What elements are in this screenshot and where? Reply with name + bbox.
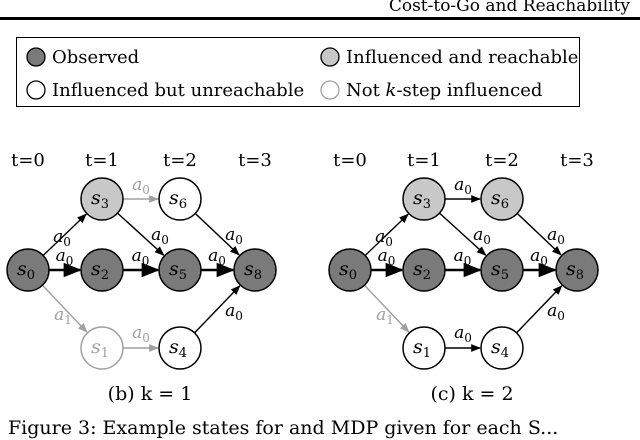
action-label-s5-s8: a0 — [208, 246, 226, 268]
state-node-s1 — [80, 326, 124, 370]
legend-k-symbol: k — [386, 80, 397, 101]
state-node-s4 — [480, 326, 524, 370]
legend-observed-label: Observed — [52, 47, 139, 68]
legend-reachable-label: Influenced and reachable — [346, 47, 578, 68]
action-label-s2-s5: a0 — [132, 246, 150, 268]
state-node-s0 — [6, 248, 50, 292]
state-node-s6 — [158, 177, 202, 221]
state-node-s1 — [402, 326, 446, 370]
time-label-t0: t=0 — [11, 150, 45, 171]
figure-caption: Figure 3: Example states for and MDP giv… — [8, 417, 558, 439]
legend: Observed Influenced and reachable Influe… — [26, 47, 578, 101]
state-node-s0 — [328, 248, 372, 292]
legend-box — [16, 37, 580, 107]
time-label-t3: t=3 — [238, 150, 272, 171]
state-node-s3 — [80, 177, 124, 221]
action-label-s5-s8: a0 — [530, 246, 548, 268]
panel-caption: (c) k = 2 — [430, 383, 513, 405]
legend-not-influenced-label: Not k-step influenced — [346, 80, 542, 101]
state-node-s8 — [555, 248, 599, 292]
edge-s0-s3 — [364, 213, 409, 256]
edge-s0-s3 — [42, 213, 87, 256]
state-node-s8 — [233, 248, 277, 292]
legend-not-suffix: -step influenced — [396, 80, 542, 101]
time-label-t0: t=0 — [333, 150, 367, 171]
time-label-t2: t=2 — [163, 150, 197, 171]
legend-not-influenced-swatch — [320, 80, 340, 100]
edge-s6-s8 — [194, 212, 240, 256]
edge-s4-s8 — [194, 285, 241, 334]
action-label-s3-s6: a0 — [132, 175, 150, 197]
action-label-s0-s1: a1 — [376, 305, 394, 327]
edge-s3-s5 — [117, 212, 165, 256]
state-node-s5 — [158, 248, 202, 292]
action-label-s6-s8: a0 — [225, 225, 243, 247]
state-node-s3 — [402, 177, 446, 221]
state-node-s6 — [480, 177, 524, 221]
action-label-s4-s8: a0 — [225, 301, 243, 323]
action-label-s1-s4: a0 — [132, 323, 150, 345]
header-rule — [0, 17, 640, 20]
edge-s3-s5 — [439, 212, 487, 256]
time-label-t2: t=2 — [485, 150, 519, 171]
panel-caption: (b) k = 1 — [108, 383, 193, 405]
action-label-s0-s2: a0 — [378, 246, 396, 268]
action-label-s0-s1: a1 — [54, 305, 72, 327]
action-label-s4-s8: a0 — [547, 301, 565, 323]
action-label-s3-s5: a0 — [473, 225, 491, 247]
legend-unreachable-label: Influenced but unreachable — [52, 80, 304, 101]
action-label-s6-s8: a0 — [547, 225, 565, 247]
action-label-s0-s2: a0 — [56, 246, 74, 268]
state-node-s5 — [480, 248, 524, 292]
state-node-s2 — [80, 248, 124, 292]
legend-unreachable-swatch — [26, 80, 46, 100]
page-header-text: Cost-to-Go and Reachability — [388, 0, 630, 16]
time-label-t3: t=3 — [560, 150, 594, 171]
legend-not-prefix: Not — [346, 80, 386, 101]
edge-s6-s8 — [516, 212, 562, 256]
action-label-s3-s5: a0 — [151, 225, 169, 247]
time-label-t1: t=1 — [85, 150, 119, 171]
time-label-t1: t=1 — [407, 150, 441, 171]
edge-s0-s1 — [363, 284, 410, 333]
legend-observed-swatch — [26, 47, 46, 67]
edge-s4-s8 — [516, 285, 563, 334]
action-label-s2-s5: a0 — [454, 246, 472, 268]
edge-s0-s1 — [41, 284, 88, 333]
state-node-s2 — [402, 248, 446, 292]
action-label-s3-s6: a0 — [454, 175, 472, 197]
state-node-s4 — [158, 326, 202, 370]
action-label-s1-s4: a0 — [454, 323, 472, 345]
legend-reachable-swatch — [320, 47, 340, 67]
